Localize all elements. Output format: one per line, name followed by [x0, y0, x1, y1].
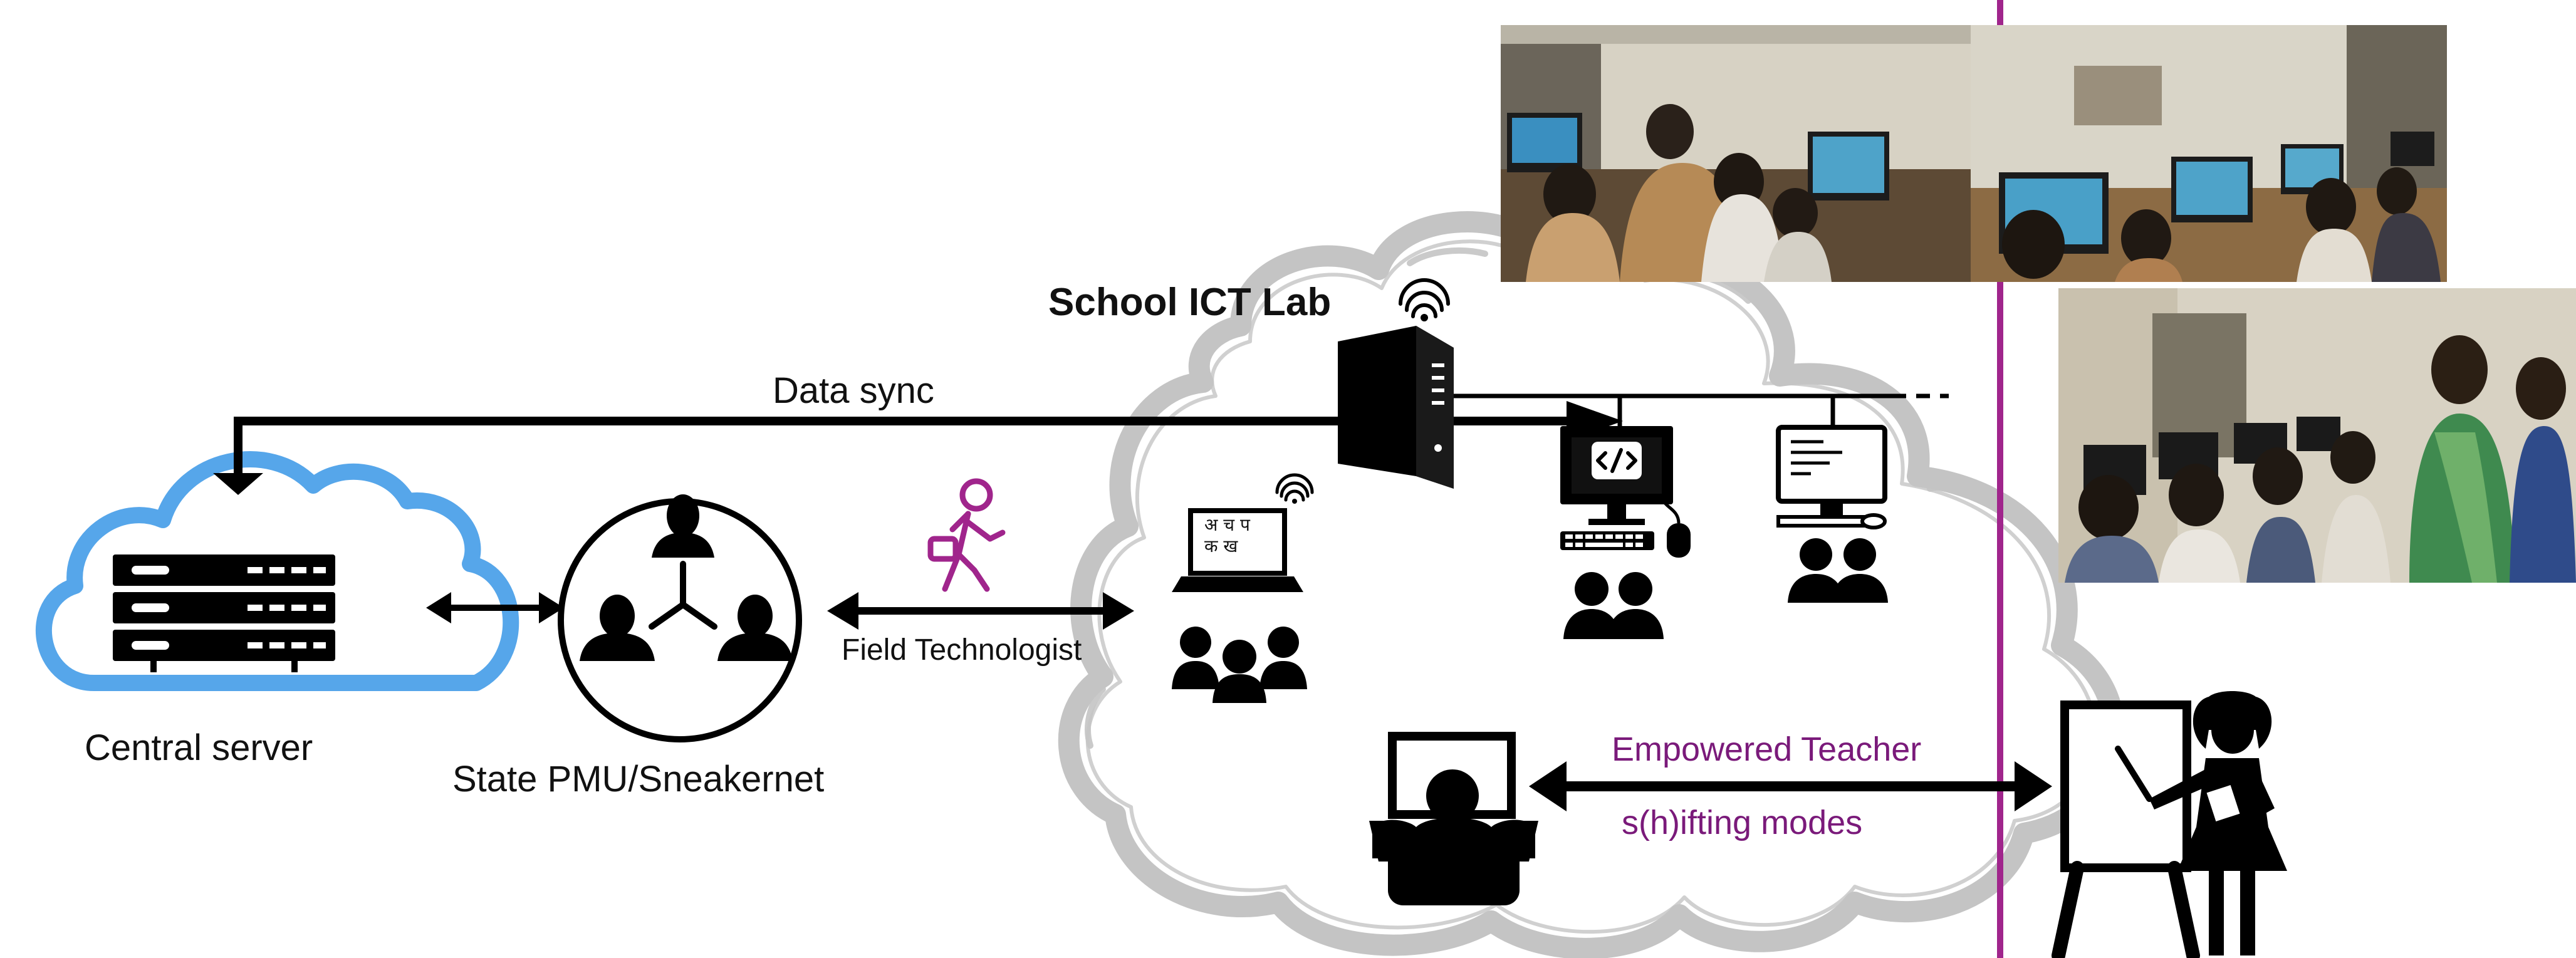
desktop-pair-people-icon-2 [1788, 538, 1888, 603]
empowered-teacher-label: Empowered Teacher [1612, 731, 1922, 768]
teacher-double-arrow [1529, 761, 2052, 811]
desktop-pair-people-icon [1563, 572, 1664, 639]
learner-at-laptop-icon [1369, 732, 1538, 905]
tower-computer-icon [1338, 278, 1454, 489]
teacher-at-board-icon [2052, 691, 2287, 958]
pmu-field-double-arrow [827, 592, 1134, 630]
code-desktop-icon [1560, 426, 1691, 558]
classroom-photo-2 [1971, 25, 2447, 282]
school-ict-lab-label: School ICT Lab [1048, 281, 1332, 324]
classroom-photo-3 [2058, 288, 2576, 583]
person-walking-icon [927, 478, 1006, 592]
laptop-devanagari-line1: अ च प [1204, 514, 1250, 535]
server-rack-icon [113, 554, 335, 672]
learner-group-icon [1172, 627, 1307, 703]
people-network-icon [558, 494, 802, 742]
data-sync-label: Data sync [773, 370, 934, 411]
classroom-photo-1 [1501, 25, 1971, 282]
shifting-modes-label: s(h)ifting modes [1622, 804, 1863, 841]
laptop-wifi-icon [1172, 473, 1314, 592]
server-pmu-double-arrow [426, 592, 564, 623]
lan-bus [1454, 393, 1949, 426]
desktop-computer-icon [1776, 425, 1887, 529]
field-technologist-label: Field Technologist [842, 633, 1082, 667]
central-server-label: Central server [85, 727, 313, 768]
state-pmu-label: State PMU/Sneakernet [452, 759, 825, 799]
laptop-devanagari-line2: क ख [1204, 536, 1238, 556]
